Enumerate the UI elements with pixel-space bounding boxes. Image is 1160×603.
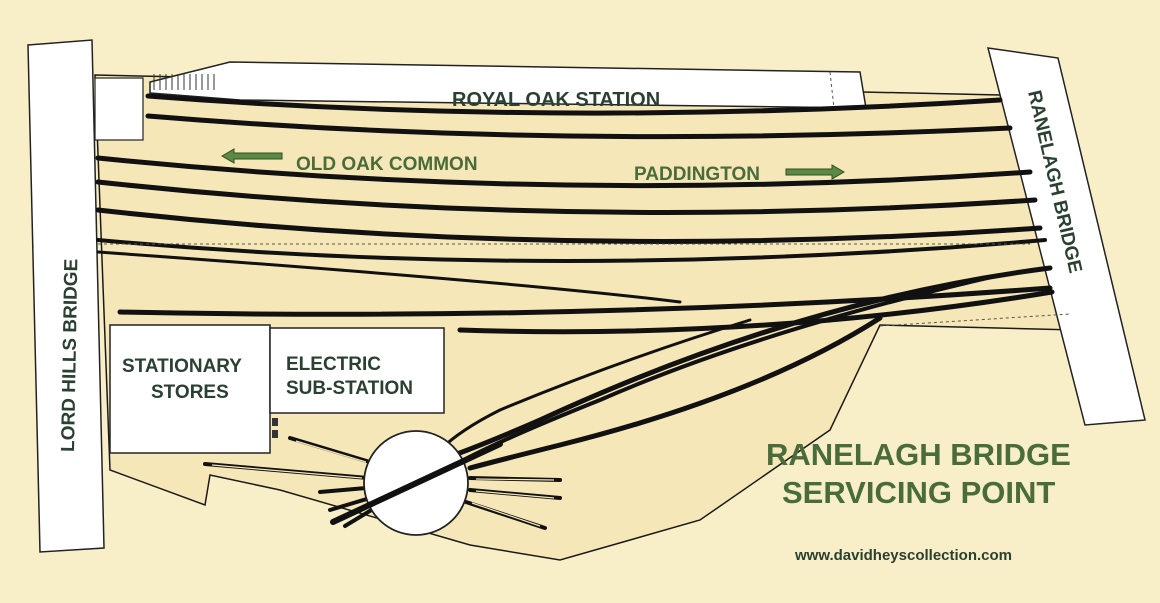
- electric-substation-label-line1: ELECTRIC: [286, 354, 381, 375]
- paddington-label: PADDINGTON: [634, 164, 760, 185]
- running-lines: [95, 93, 1055, 335]
- lord-hills-bridge-label: LORD HILLS BRIDGE: [58, 259, 82, 453]
- ranelagh-bridge: [986, 47, 1146, 426]
- electric-substation-building: [269, 327, 445, 414]
- turntable-road-highlights: [211, 440, 555, 527]
- turntable-bridge: [330, 441, 503, 525]
- lord-hills-bridge: [27, 39, 105, 553]
- royal-oak-station-label: ROYAL OAK STATION: [452, 89, 660, 111]
- old-oak-common-arrow: [221, 148, 283, 164]
- stationary-stores-building: [109, 324, 271, 454]
- stationary-stores-label-line2: STORES: [151, 382, 229, 403]
- paddington-arrow: [785, 164, 845, 180]
- title-line1: RANELAGH BRIDGE: [766, 437, 1071, 472]
- old-oak-common-label: OLD OAK COMMON: [296, 154, 478, 175]
- stationary-stores-label-line1: STATIONARY: [122, 356, 242, 377]
- signal-posts: [272, 418, 278, 438]
- website-credit: www.davidheyscollection.com: [794, 547, 1012, 564]
- electric-substation-label-line2: SUB-STATION: [286, 378, 413, 399]
- title-line2: SERVICING POINT: [782, 475, 1055, 510]
- station-building: [94, 77, 144, 141]
- station-steps: [153, 74, 215, 90]
- servicing-sidings: [407, 265, 1053, 473]
